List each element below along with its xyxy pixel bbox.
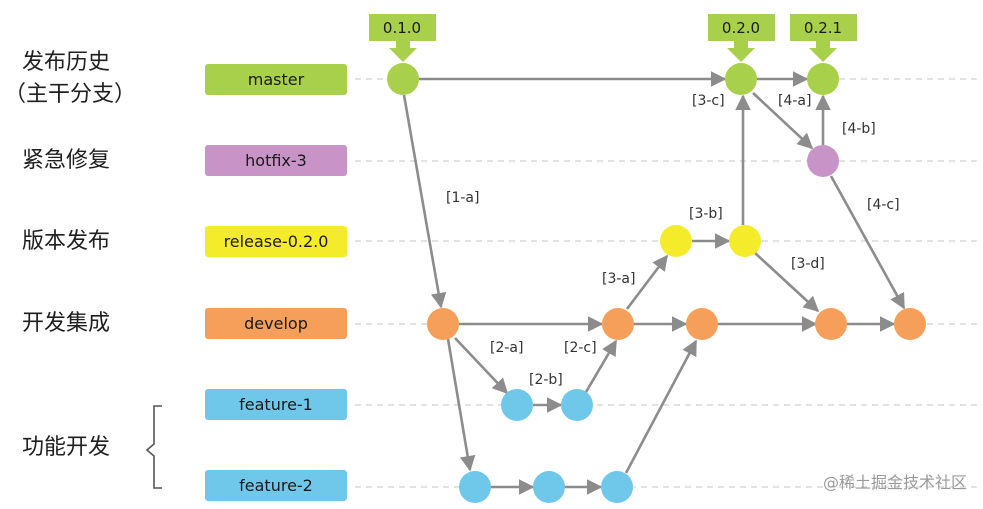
commit-develop-1 (427, 308, 459, 340)
tag-010: 0.1.0 (369, 14, 436, 62)
commit-feature2-3 (601, 471, 633, 503)
label-hotfix: 紧急修复 (22, 148, 111, 173)
edge-1a-master-to-develop (402, 94, 447, 309)
step-label-3c: [3-c] (692, 93, 725, 109)
edge-2a-develop-to-feature1 (454, 337, 509, 395)
edge-3d-release-to-develop (754, 252, 820, 313)
step-label-4b: [4-b] (842, 121, 876, 137)
watermark: @稀土掘金技术社区 (822, 473, 967, 492)
label-dev-integration: 开发集成 (22, 311, 111, 336)
label-feature-dev: 功能开发 (22, 435, 111, 460)
commit-feature1-2 (561, 389, 593, 421)
commit-feature2-1 (459, 471, 491, 503)
branch-pill-hotfix: hotfix-3 (205, 145, 347, 176)
edge-4a-master-to-hotfix (752, 92, 814, 150)
tag-021: 0.2.1 (790, 14, 857, 62)
branch-pill-feature-2: feature-2 (205, 470, 347, 501)
commit-develop-4 (815, 308, 847, 340)
step-label-3d: [3-d] (791, 256, 825, 272)
edge-2c-feature1-to-develop (584, 339, 618, 393)
label-version-release: 版本发布 (22, 229, 111, 254)
step-label-2c: [2-c] (564, 340, 597, 356)
edge-3a-develop-to-release (625, 254, 669, 310)
edge-develop-to-feature2 (446, 338, 476, 472)
commit-master-1 (387, 63, 419, 95)
commit-hotfix-1 (807, 145, 839, 177)
commit-master-021 (807, 63, 839, 95)
step-label-4a: [4-a] (778, 93, 811, 109)
branch-pill-master: master (205, 64, 347, 95)
lane-guides (355, 78, 978, 488)
step-label-2b: [2-b] (529, 372, 563, 388)
label-release-history: 发布历史 (22, 50, 111, 75)
feature-bracket (145, 405, 162, 489)
commit-develop-3 (686, 308, 718, 340)
commit-release-2 (729, 225, 761, 257)
tag-020: 0.2.0 (708, 14, 775, 62)
commit-develop-5 (894, 308, 926, 340)
commit-develop-2 (602, 308, 634, 340)
edge-feature2-to-develop (624, 339, 698, 474)
edge-4c-hotfix-to-develop (829, 175, 906, 310)
step-label-3b: [3-b] (689, 206, 723, 222)
commits (387, 63, 926, 503)
step-label-4c: [4-c] (867, 197, 900, 213)
commit-feature2-2 (533, 471, 565, 503)
tag-021-text: 0.2.1 (804, 19, 842, 37)
branch-pill-develop: develop (205, 308, 347, 339)
step-label-3a: [3-a] (602, 271, 635, 287)
commit-release-1 (660, 225, 692, 257)
commit-master-020 (725, 63, 757, 95)
label-trunk-branch: （主干分支） (4, 82, 137, 107)
tag-020-text: 0.2.0 (722, 19, 760, 37)
step-label-2a: [2-a] (490, 340, 523, 356)
branch-pill-feature-1: feature-1 (205, 389, 347, 420)
commit-feature1-1 (501, 389, 533, 421)
tag-010-text: 0.1.0 (383, 19, 421, 37)
step-label-1a: [1-a] (446, 190, 479, 206)
branch-pill-release: release-0.2.0 (205, 226, 347, 257)
